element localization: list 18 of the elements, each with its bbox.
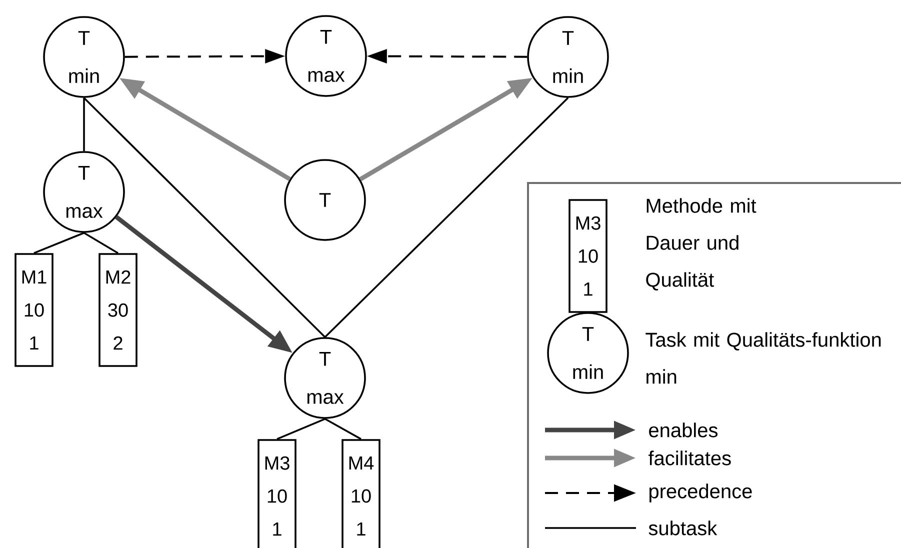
subtask-line — [84, 232, 118, 254]
subtask-line — [34, 232, 84, 254]
method-box: M2 30 2 — [98, 253, 138, 367]
subtask-line — [83, 98, 85, 152]
legend-label: subtask — [648, 520, 718, 536]
method-box: M1 10 1 — [14, 253, 54, 367]
subtask-line — [324, 418, 362, 440]
method-box: M3 10 1 — [258, 439, 296, 548]
subtask-line — [276, 418, 326, 440]
legend-label: Task mit Qualitäts-funktion min — [646, 332, 881, 384]
subtask-line — [324, 97, 569, 338]
subtask-line — [83, 97, 326, 338]
legend-label: precedence — [650, 484, 752, 502]
legend-label: enables — [649, 422, 718, 438]
method-box: M3 10 1 — [568, 199, 608, 313]
method-box: M4 10 1 — [342, 439, 380, 548]
legend-label: Methode mit Dauer und Qualität — [646, 198, 756, 290]
legend-label: facilitates — [648, 450, 731, 466]
